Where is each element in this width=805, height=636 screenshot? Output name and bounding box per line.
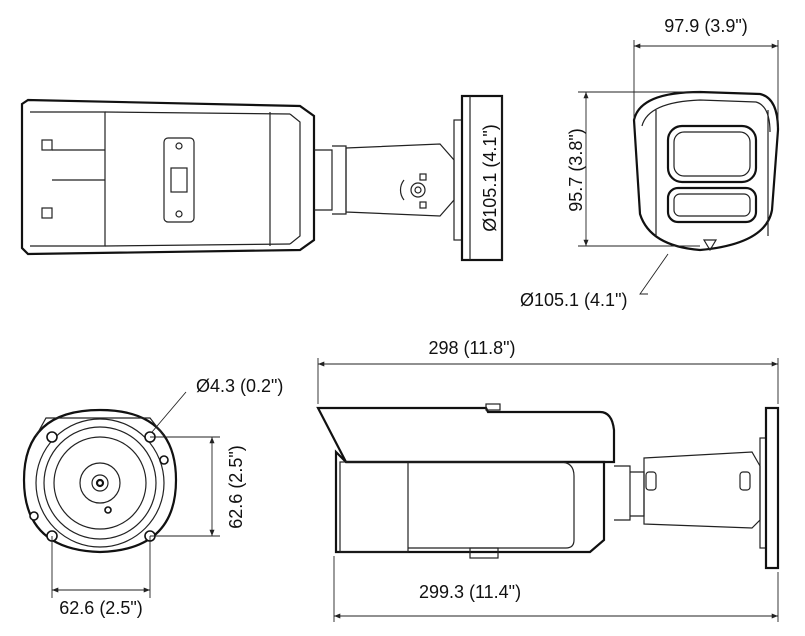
unlock-icon [419, 201, 427, 209]
overall-length-bottom-label: 299.3 (11.4") [419, 582, 521, 602]
hole-spacing-vertical-label: 62.6 (2.5") [226, 445, 246, 528]
mount-diameter-front-label: Ø105.1 (4.1") [520, 290, 627, 310]
mount-diameter-top-label: Ø105.1 (4.1") [480, 124, 500, 231]
dimension-labels: 97.9 (3.9") 95.7 (3.8") Ø105.1 (4.1") Ø1… [59, 16, 747, 618]
mount-hole [46, 431, 58, 443]
mount-base-view [22, 408, 178, 554]
lock-icon [419, 173, 427, 181]
overall-length-top-label: 298 (11.8") [428, 338, 515, 358]
side-view [316, 403, 780, 570]
top-width-label: 97.9 (3.9") [664, 16, 747, 36]
rotate-arrow-icon [399, 179, 405, 201]
front-height-label: 95.7 (3.8") [566, 128, 586, 211]
hole-diameter-label: Ø4.3 (0.2") [196, 376, 283, 396]
top-view [20, 94, 504, 262]
dimension-lines [51, 40, 779, 622]
front-view [632, 90, 780, 252]
hole-spacing-horizontal-label: 62.6 (2.5") [59, 598, 142, 618]
